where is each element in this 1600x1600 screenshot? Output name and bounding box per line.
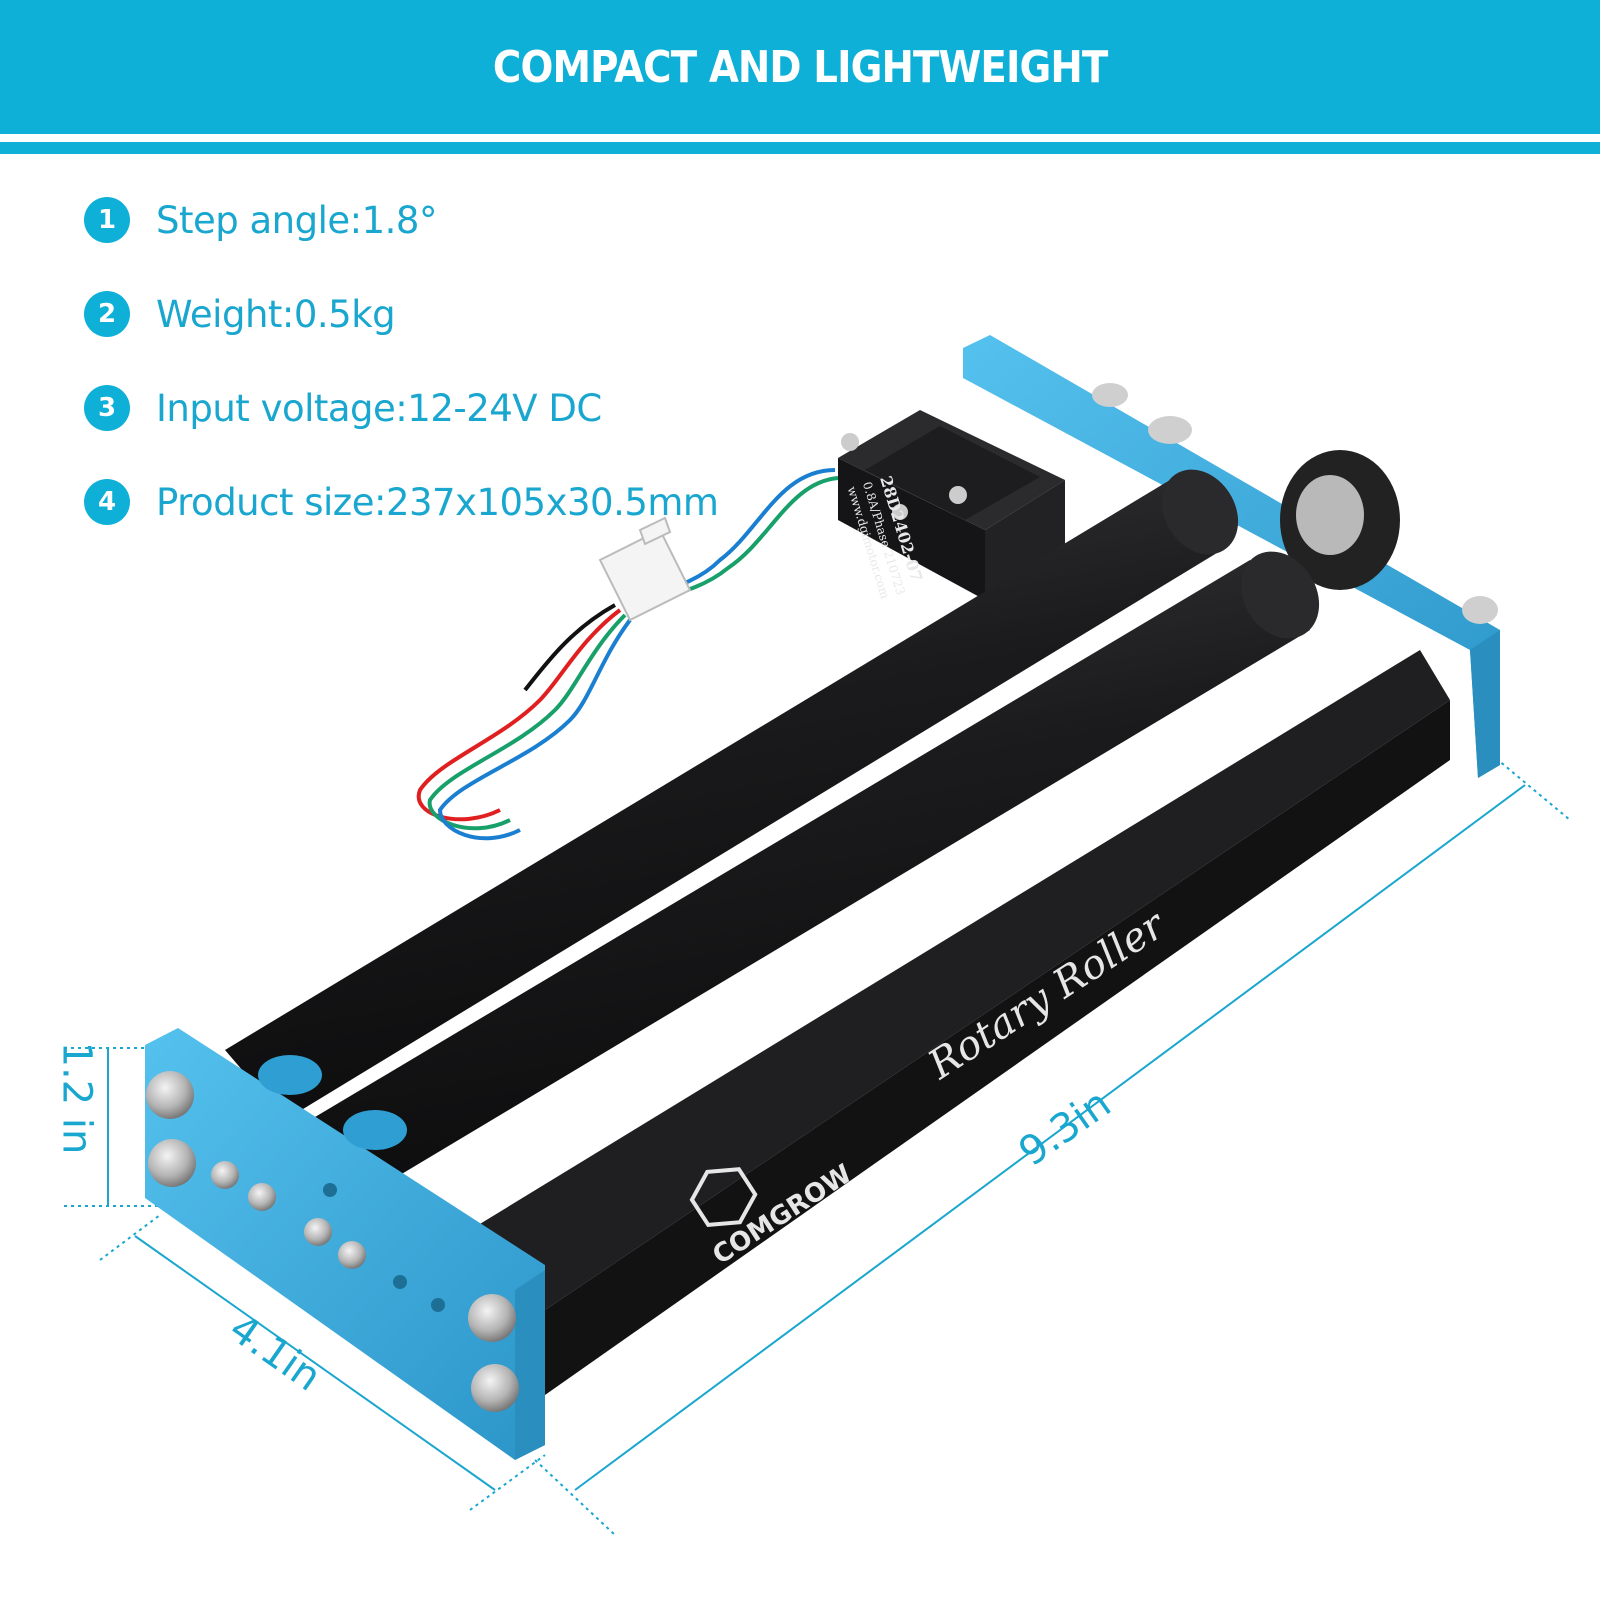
rear-bolt: [1148, 416, 1192, 444]
screw: [304, 1218, 332, 1246]
spec-number-badge: 3: [84, 385, 130, 431]
height-dimension-label: 1.2 in: [53, 1041, 100, 1155]
length-guide-left: [534, 1459, 616, 1536]
banner-title: COMPACT AND LIGHTWEIGHT: [492, 41, 1108, 93]
length-line: [574, 784, 1526, 1491]
spec-item: 2 Weight:0.5kg: [84, 290, 718, 338]
header-banner: COMPACT AND LIGHTWEIGHT: [0, 0, 1600, 134]
bolt: [471, 1364, 519, 1412]
spec-number-badge: 4: [84, 479, 130, 525]
banner-divider: [0, 142, 1600, 154]
roller-front: [310, 551, 1320, 1190]
spec-item: 1 Step angle:1.8°: [84, 196, 718, 244]
spec-number-badge: 1: [84, 197, 130, 243]
rear-bolt: [1462, 596, 1498, 624]
front-end-plate: [145, 1028, 545, 1460]
screw: [248, 1183, 276, 1211]
bolt: [148, 1139, 196, 1187]
screw: [211, 1161, 239, 1189]
roller-back: [225, 469, 1239, 1120]
bolt: [146, 1071, 194, 1119]
screw: [338, 1241, 366, 1269]
length-guide-right: [1479, 744, 1571, 821]
width-line: [134, 1235, 496, 1491]
spec-text: Input voltage:12-24V DC: [156, 386, 602, 430]
width-guide-right: [469, 1454, 546, 1511]
spec-text: Product size:237x105x30.5mm: [156, 480, 719, 524]
bolt: [468, 1294, 516, 1342]
cable-connector: [598, 516, 692, 622]
width-guide-left: [99, 1214, 161, 1261]
spec-text: Weight:0.5kg: [156, 292, 396, 336]
spec-item: 3 Input voltage:12-24V DC: [84, 384, 718, 432]
spec-list: 1 Step angle:1.8° 2 Weight:0.5kg 3 Input…: [84, 196, 719, 572]
spec-text: Step angle:1.8°: [156, 198, 437, 242]
spec-number-badge: 2: [84, 291, 130, 337]
spec-item: 4 Product size:237x105x30.5mm: [84, 478, 719, 526]
rear-bolt: [1092, 383, 1128, 407]
rear-end-plate: [963, 335, 1500, 778]
